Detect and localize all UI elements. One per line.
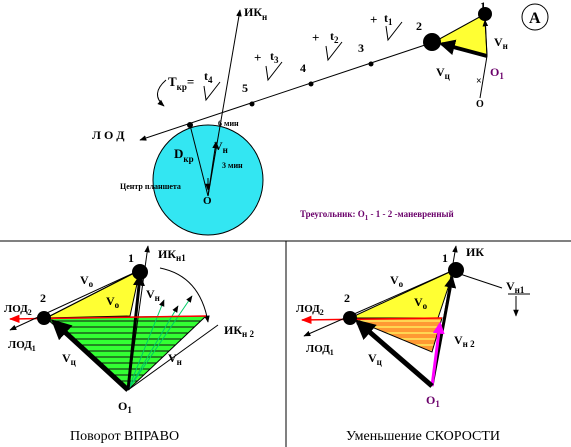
point-number-3: 3 — [358, 41, 364, 55]
right-vn1-label: Vн1 — [506, 279, 525, 295]
left-ik2-label: ИКн 2 — [224, 323, 254, 339]
right-orange-triangle — [349, 317, 443, 353]
t2-label: t2 — [330, 29, 339, 45]
panel-letter: А — [529, 10, 541, 27]
vn-top-label: Vн — [494, 35, 508, 51]
point-2 — [423, 33, 441, 51]
right-lod2-label: ЛОД2 — [296, 303, 324, 317]
o-small-cross: × — [476, 76, 482, 87]
right-vc-label: Vц — [368, 351, 383, 367]
ik-label: ИКн — [244, 5, 267, 22]
right-lod1-label: ЛОД1 — [306, 343, 334, 357]
t4-label: t4 — [204, 69, 213, 85]
left-panel: 1 2 ИКн1 ИКн 2 Vо Vо Vн Vн Vц ЛОД2 ЛОД1 … — [4, 245, 254, 444]
right-panel: 1 2 ИК Vо Vо Vн1 Vн 2 Vц ЛОД2 ЛОД1 О1 Ум… — [296, 245, 530, 444]
t3-tick — [265, 61, 283, 82]
left-vn-label: Vн — [146, 287, 160, 303]
right-ik-label: ИК — [466, 245, 484, 259]
t4-tick — [203, 81, 221, 102]
right-point-1 — [448, 262, 464, 278]
plus-2: + — [312, 30, 319, 45]
point-number-5: 5 — [242, 81, 248, 95]
right-vn2-vector — [430, 321, 445, 387]
top-panel: × А ИКн Л О Д Ткр= t4 t3 t2 t1 + + + 5 4… — [92, 0, 549, 236]
t1-label: t1 — [384, 11, 393, 27]
vn-circle-label: Vн — [214, 139, 228, 155]
point-number-1: 1 — [480, 0, 486, 13]
left-n2: 2 — [40, 291, 46, 305]
right-vo2-label: Vо — [414, 295, 428, 311]
dkr-line — [189, 124, 209, 197]
left-point-2 — [37, 311, 51, 325]
left-n1: 1 — [128, 251, 134, 265]
vo-line-left — [45, 269, 141, 319]
vc-vector — [438, 39, 488, 58]
point-3 — [368, 61, 374, 67]
plus-3: + — [370, 12, 377, 27]
tkr-label: Ткр= — [168, 74, 194, 92]
left-vn2-label: Vн — [168, 351, 182, 367]
vc-top-label: Vц — [436, 65, 451, 81]
three-min-label: 3 мин — [222, 161, 243, 170]
point-5 — [249, 101, 255, 107]
left-vo2-label: Vо — [106, 294, 120, 310]
point-number-2: 2 — [416, 19, 422, 33]
vc-vector-left — [51, 319, 130, 392]
six-min-label: 6 мин — [218, 119, 239, 128]
right-o1-label: О1 — [426, 393, 440, 409]
plus-1: + — [254, 50, 261, 65]
fan-line-3 — [127, 295, 193, 391]
o-center-label: О — [203, 195, 212, 207]
point-4 — [308, 81, 314, 87]
lod-label: Л О Д — [92, 128, 125, 142]
panel-letter-circle — [521, 3, 549, 31]
center-label: Центр планшета — [120, 182, 181, 191]
ik-line — [207, 9, 242, 197]
point-1 — [478, 7, 492, 21]
right-vo-label: Vо — [390, 273, 404, 289]
vn1-vector — [126, 273, 145, 391]
left-point-1 — [132, 264, 148, 280]
fan-line-2 — [127, 305, 179, 391]
t1-tick — [385, 21, 403, 42]
o-small-label: О — [476, 99, 484, 110]
right-lod2-line — [300, 315, 443, 325]
right-vn2-label: Vн 2 — [454, 333, 475, 349]
lod1-line-left — [9, 269, 141, 331]
t2-tick — [325, 41, 343, 62]
right-n2: 2 — [344, 291, 350, 305]
right-n1: 1 — [442, 251, 448, 265]
left-lod1-label: ЛОД1 — [8, 339, 36, 353]
right-vc-vector — [354, 319, 434, 388]
o1-stem — [479, 55, 488, 99]
right-caption: Уменьшение СКОРОСТИ — [346, 429, 500, 444]
left-vo-label: Vо — [80, 273, 94, 289]
point-number-4: 4 — [300, 61, 306, 75]
turn-arc — [159, 267, 210, 323]
vn-vector-top — [482, 19, 489, 57]
tkr-arc — [157, 79, 167, 107]
right-point-2 — [343, 311, 357, 325]
o1-top-label: О1 — [490, 65, 504, 81]
fan-line-1 — [127, 299, 165, 391]
left-o1-label: О1 — [118, 399, 132, 415]
t3-label: t3 — [270, 49, 279, 65]
dkr-label: Dкр — [174, 146, 194, 164]
right-lod1-line — [303, 269, 455, 337]
left-vc-label: Vц — [62, 351, 77, 367]
point-6min — [187, 122, 193, 128]
left-caption: Поворот ВПРАВО — [70, 429, 179, 444]
left-ik1-label: ИКн1 — [158, 247, 186, 263]
triangle-note: Треугольник: О1 - 1 - 2 -маневренный — [300, 209, 454, 222]
ik-n2-line — [127, 324, 219, 391]
left-lod2-label: ЛОД2 — [4, 303, 32, 317]
